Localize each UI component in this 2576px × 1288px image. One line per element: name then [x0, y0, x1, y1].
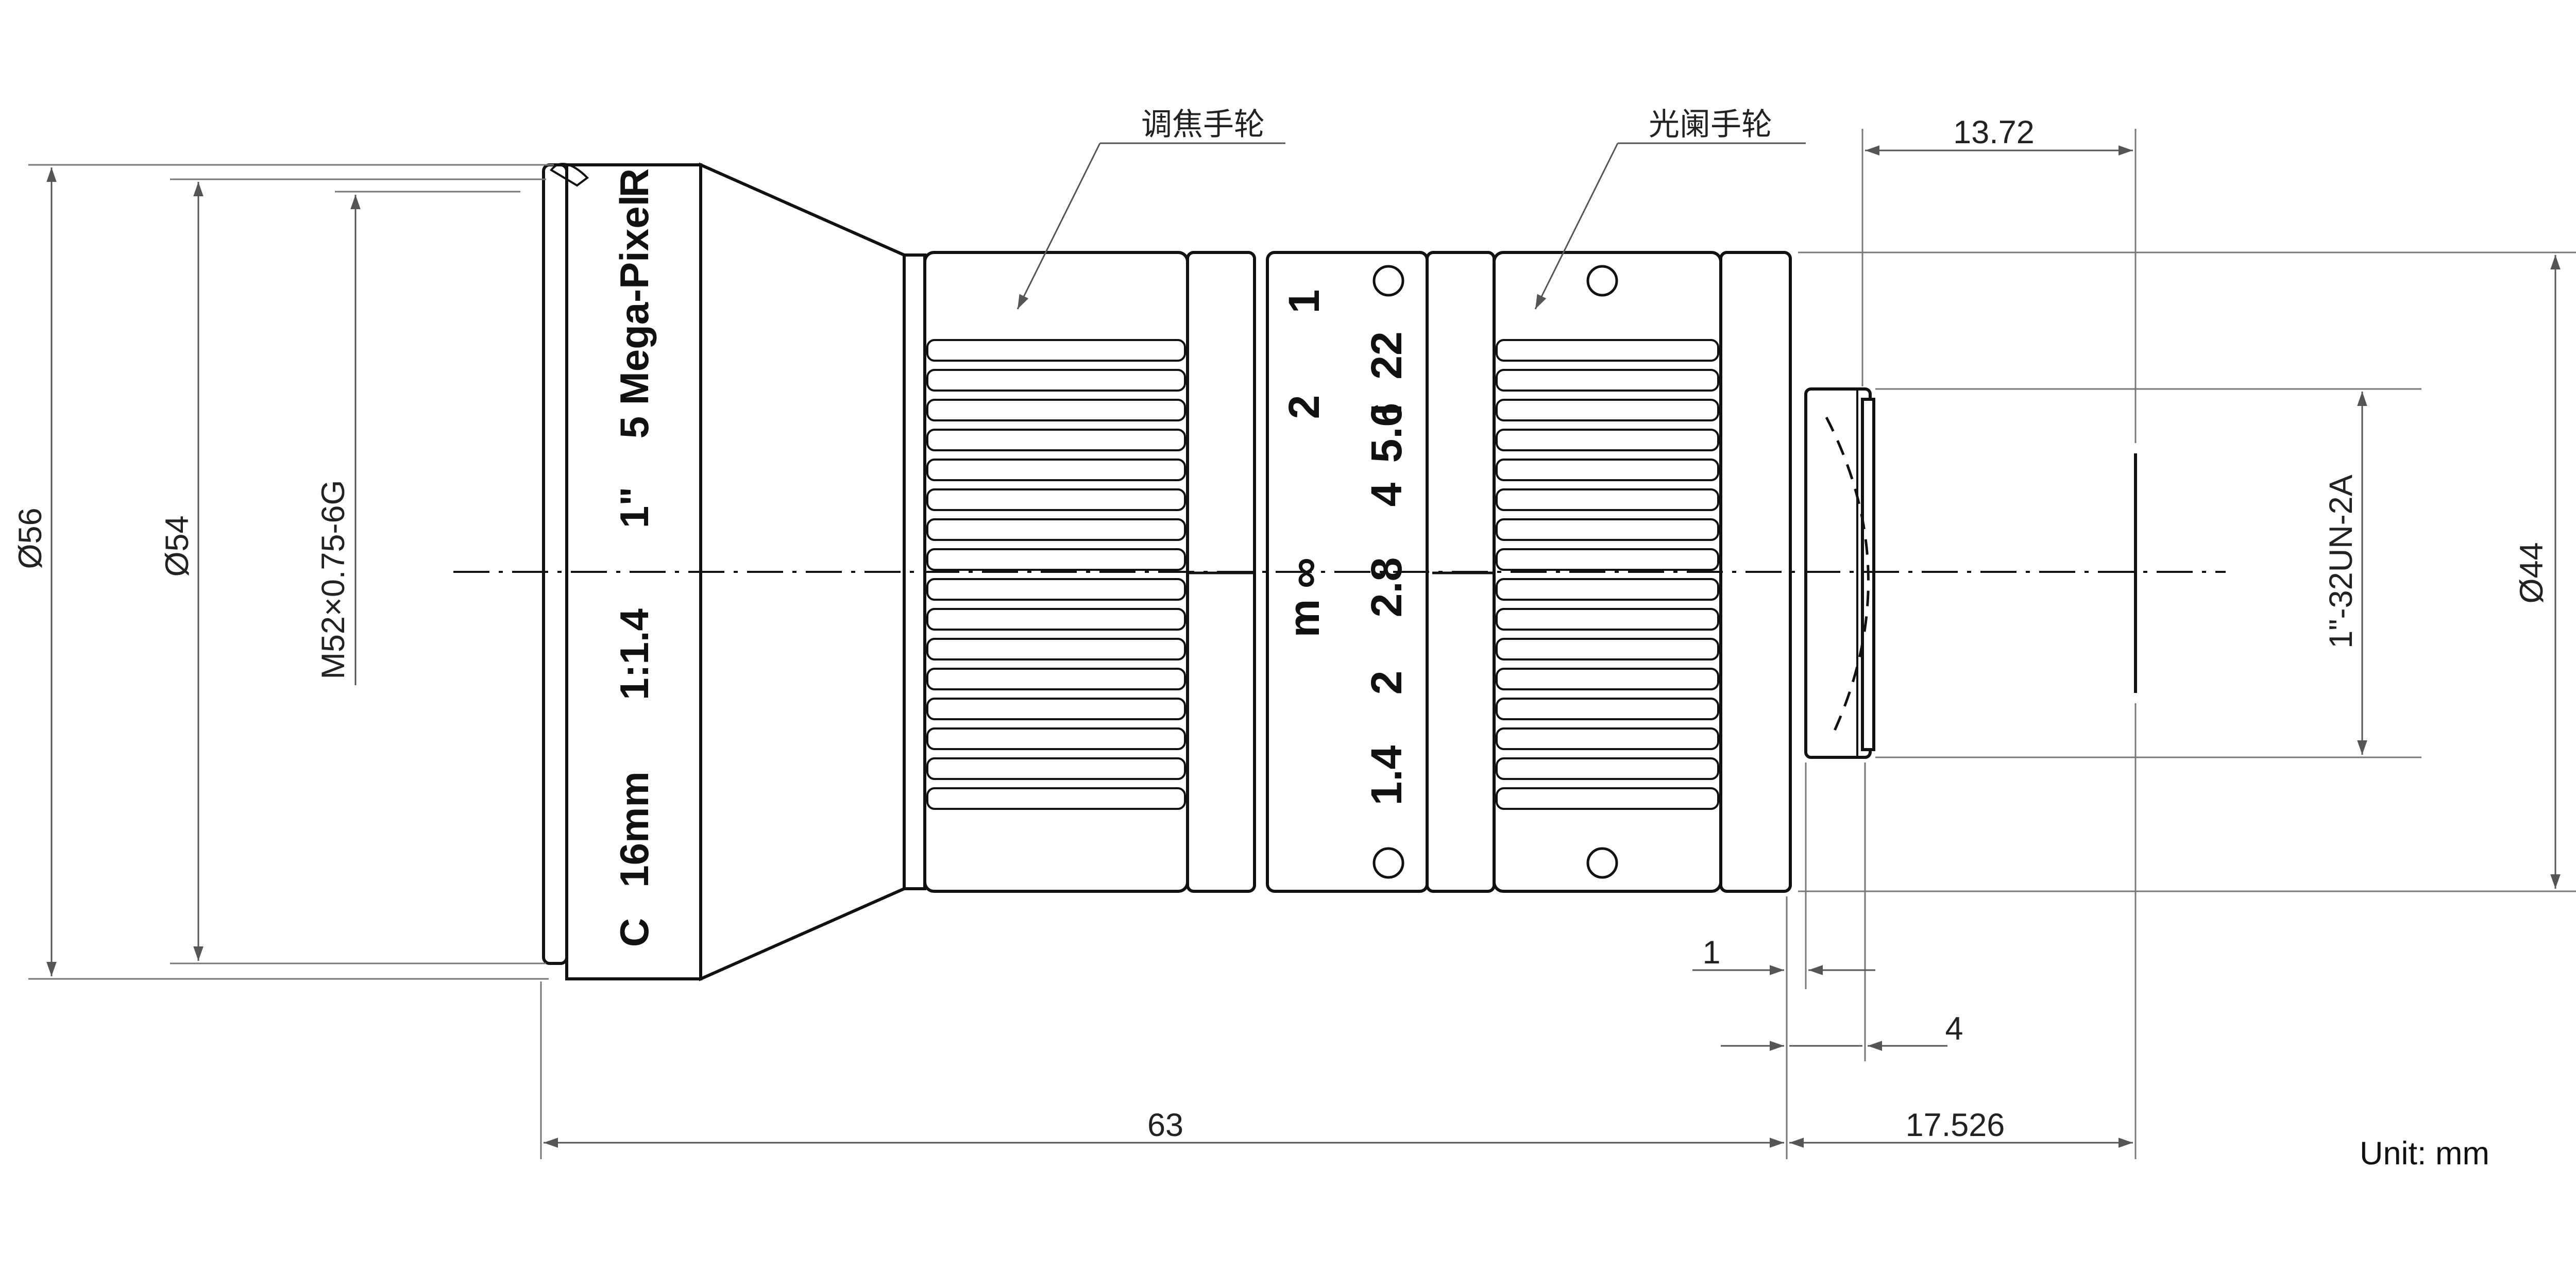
- dim-filter-thread: M52×0.75-6G: [315, 195, 361, 685]
- grip-ridge: [926, 638, 1186, 660]
- callout-iris: 光阑手轮: [1534, 107, 1806, 310]
- dim-d44-label: Ø44: [2514, 542, 2550, 603]
- marking-resolution: 5 Mega-Pixel: [612, 195, 657, 439]
- grip-ridge: [926, 518, 1186, 541]
- grip-ridge: [926, 668, 1186, 690]
- lens-markings: R 5 Mega-Pixel 1" 1:1.4 16mm C: [612, 168, 657, 947]
- grip-ridge: [1496, 757, 1719, 780]
- marking-ir: R: [612, 168, 657, 197]
- distance-one: 1: [1280, 290, 1328, 314]
- marking-aperture: 1:1.4: [612, 608, 657, 700]
- aperture-value-4: 5.6: [1362, 403, 1411, 463]
- dim-length-17-526: 17.526: [1789, 1107, 2133, 1148]
- extension-lines: [28, 129, 2576, 1159]
- grip-ridge: [1496, 488, 1719, 511]
- neck: [903, 253, 926, 890]
- callout-iris-label: 光阑手轮: [1649, 107, 1772, 143]
- grip-ridge: [926, 578, 1186, 601]
- dim-length-4-label: 4: [1945, 1011, 1963, 1047]
- grip-ridge: [1496, 727, 1719, 750]
- grip-ridge: [1496, 548, 1719, 571]
- dim-length-1-label: 1: [1702, 935, 1720, 971]
- dim-d56: Ø56: [12, 167, 57, 976]
- front-bevel: [550, 163, 589, 187]
- grip-ridge: [1496, 339, 1719, 362]
- aperture-scale: 1.4 2 2.8 4 5.6I 22: [1362, 331, 1411, 805]
- grip-ridge: [926, 727, 1186, 750]
- dim-d44: Ø44: [2514, 255, 2561, 889]
- grip-ridge: [926, 459, 1186, 481]
- dim-length-4: 4: [1721, 1011, 1963, 1051]
- unit-label: Unit: mm: [2360, 1136, 2489, 1172]
- focus-ring-grip: [926, 339, 1186, 810]
- grip-ridge: [1496, 518, 1719, 541]
- marking-format: 1": [612, 487, 657, 528]
- aperture-value-3: 4: [1362, 482, 1411, 506]
- aperture-value-2: 2.8: [1362, 557, 1411, 618]
- dim-d54-label: Ø54: [159, 515, 195, 577]
- grip-ridge: [926, 787, 1186, 810]
- iris-ring-grip: [1496, 339, 1719, 810]
- aperture-value-0: 1.4: [1362, 745, 1411, 805]
- rear-element-arc: [1825, 416, 1870, 733]
- grip-ridge: [926, 698, 1186, 720]
- dim-mount-thread-label: 1"-32UN-2A: [2323, 474, 2359, 649]
- grip-ridge: [1496, 638, 1719, 660]
- grip-ridge: [926, 757, 1186, 780]
- lens-body: [542, 162, 2137, 981]
- distance-infinity: ∞: [1280, 557, 1328, 588]
- callout-focus-label: 调焦手轮: [1141, 107, 1265, 143]
- screw-icon: [1586, 265, 1618, 297]
- grip-ridge: [1496, 668, 1719, 690]
- grip-ridge: [926, 548, 1186, 571]
- dim-length-17-526-label: 17.526: [1906, 1107, 2005, 1143]
- dim-length-63: 63: [544, 1107, 1784, 1148]
- grip-ridge: [1496, 459, 1719, 481]
- grip-ridge: [926, 339, 1186, 362]
- grip-ridge: [1496, 698, 1719, 720]
- grip-ridge: [1496, 369, 1719, 392]
- screw-icon: [1372, 265, 1404, 297]
- distance-scale: 1 2 ∞ m: [1280, 290, 1328, 638]
- grip-ridge: [1496, 578, 1719, 601]
- dim-flange-distance: 13.72: [1865, 114, 2133, 156]
- grip-ridge: [1496, 399, 1719, 421]
- front-filter-ring: [542, 163, 568, 965]
- dim-d56-label: Ø56: [12, 507, 48, 569]
- distance-two: 2: [1280, 395, 1328, 419]
- screw-icon: [1372, 847, 1404, 879]
- dim-mount-thread: 1"-32UN-2A: [2323, 392, 2367, 755]
- aperture-value-6: 22: [1362, 331, 1411, 379]
- ring-screws: [1372, 265, 1618, 879]
- dim-length-63-label: 63: [1147, 1107, 1183, 1143]
- marking-focal-length: 16mm: [612, 771, 657, 887]
- dim-flange-distance-label: 13.72: [1953, 114, 2035, 150]
- marking-mount: C: [612, 918, 657, 947]
- dim-filter-thread-label: M52×0.75-6G: [315, 480, 351, 680]
- distance-unit: m: [1280, 599, 1328, 638]
- aperture-value-5: I: [1362, 403, 1411, 415]
- grip-ridge: [1496, 429, 1719, 451]
- grip-ridge: [1496, 608, 1719, 631]
- aperture-value-1: 2: [1362, 671, 1411, 695]
- screw-icon: [1586, 847, 1618, 879]
- callout-focus: 调焦手轮: [1016, 107, 1285, 310]
- grip-ridge: [926, 429, 1186, 451]
- grip-ridge: [926, 488, 1186, 511]
- grip-ridge: [926, 369, 1186, 392]
- grip-ridge: [926, 608, 1186, 631]
- grip-ridge: [926, 399, 1186, 421]
- dim-d54: Ø54: [159, 182, 204, 961]
- dim-length-1: 1: [1692, 935, 1875, 975]
- grip-ridge: [1496, 787, 1719, 810]
